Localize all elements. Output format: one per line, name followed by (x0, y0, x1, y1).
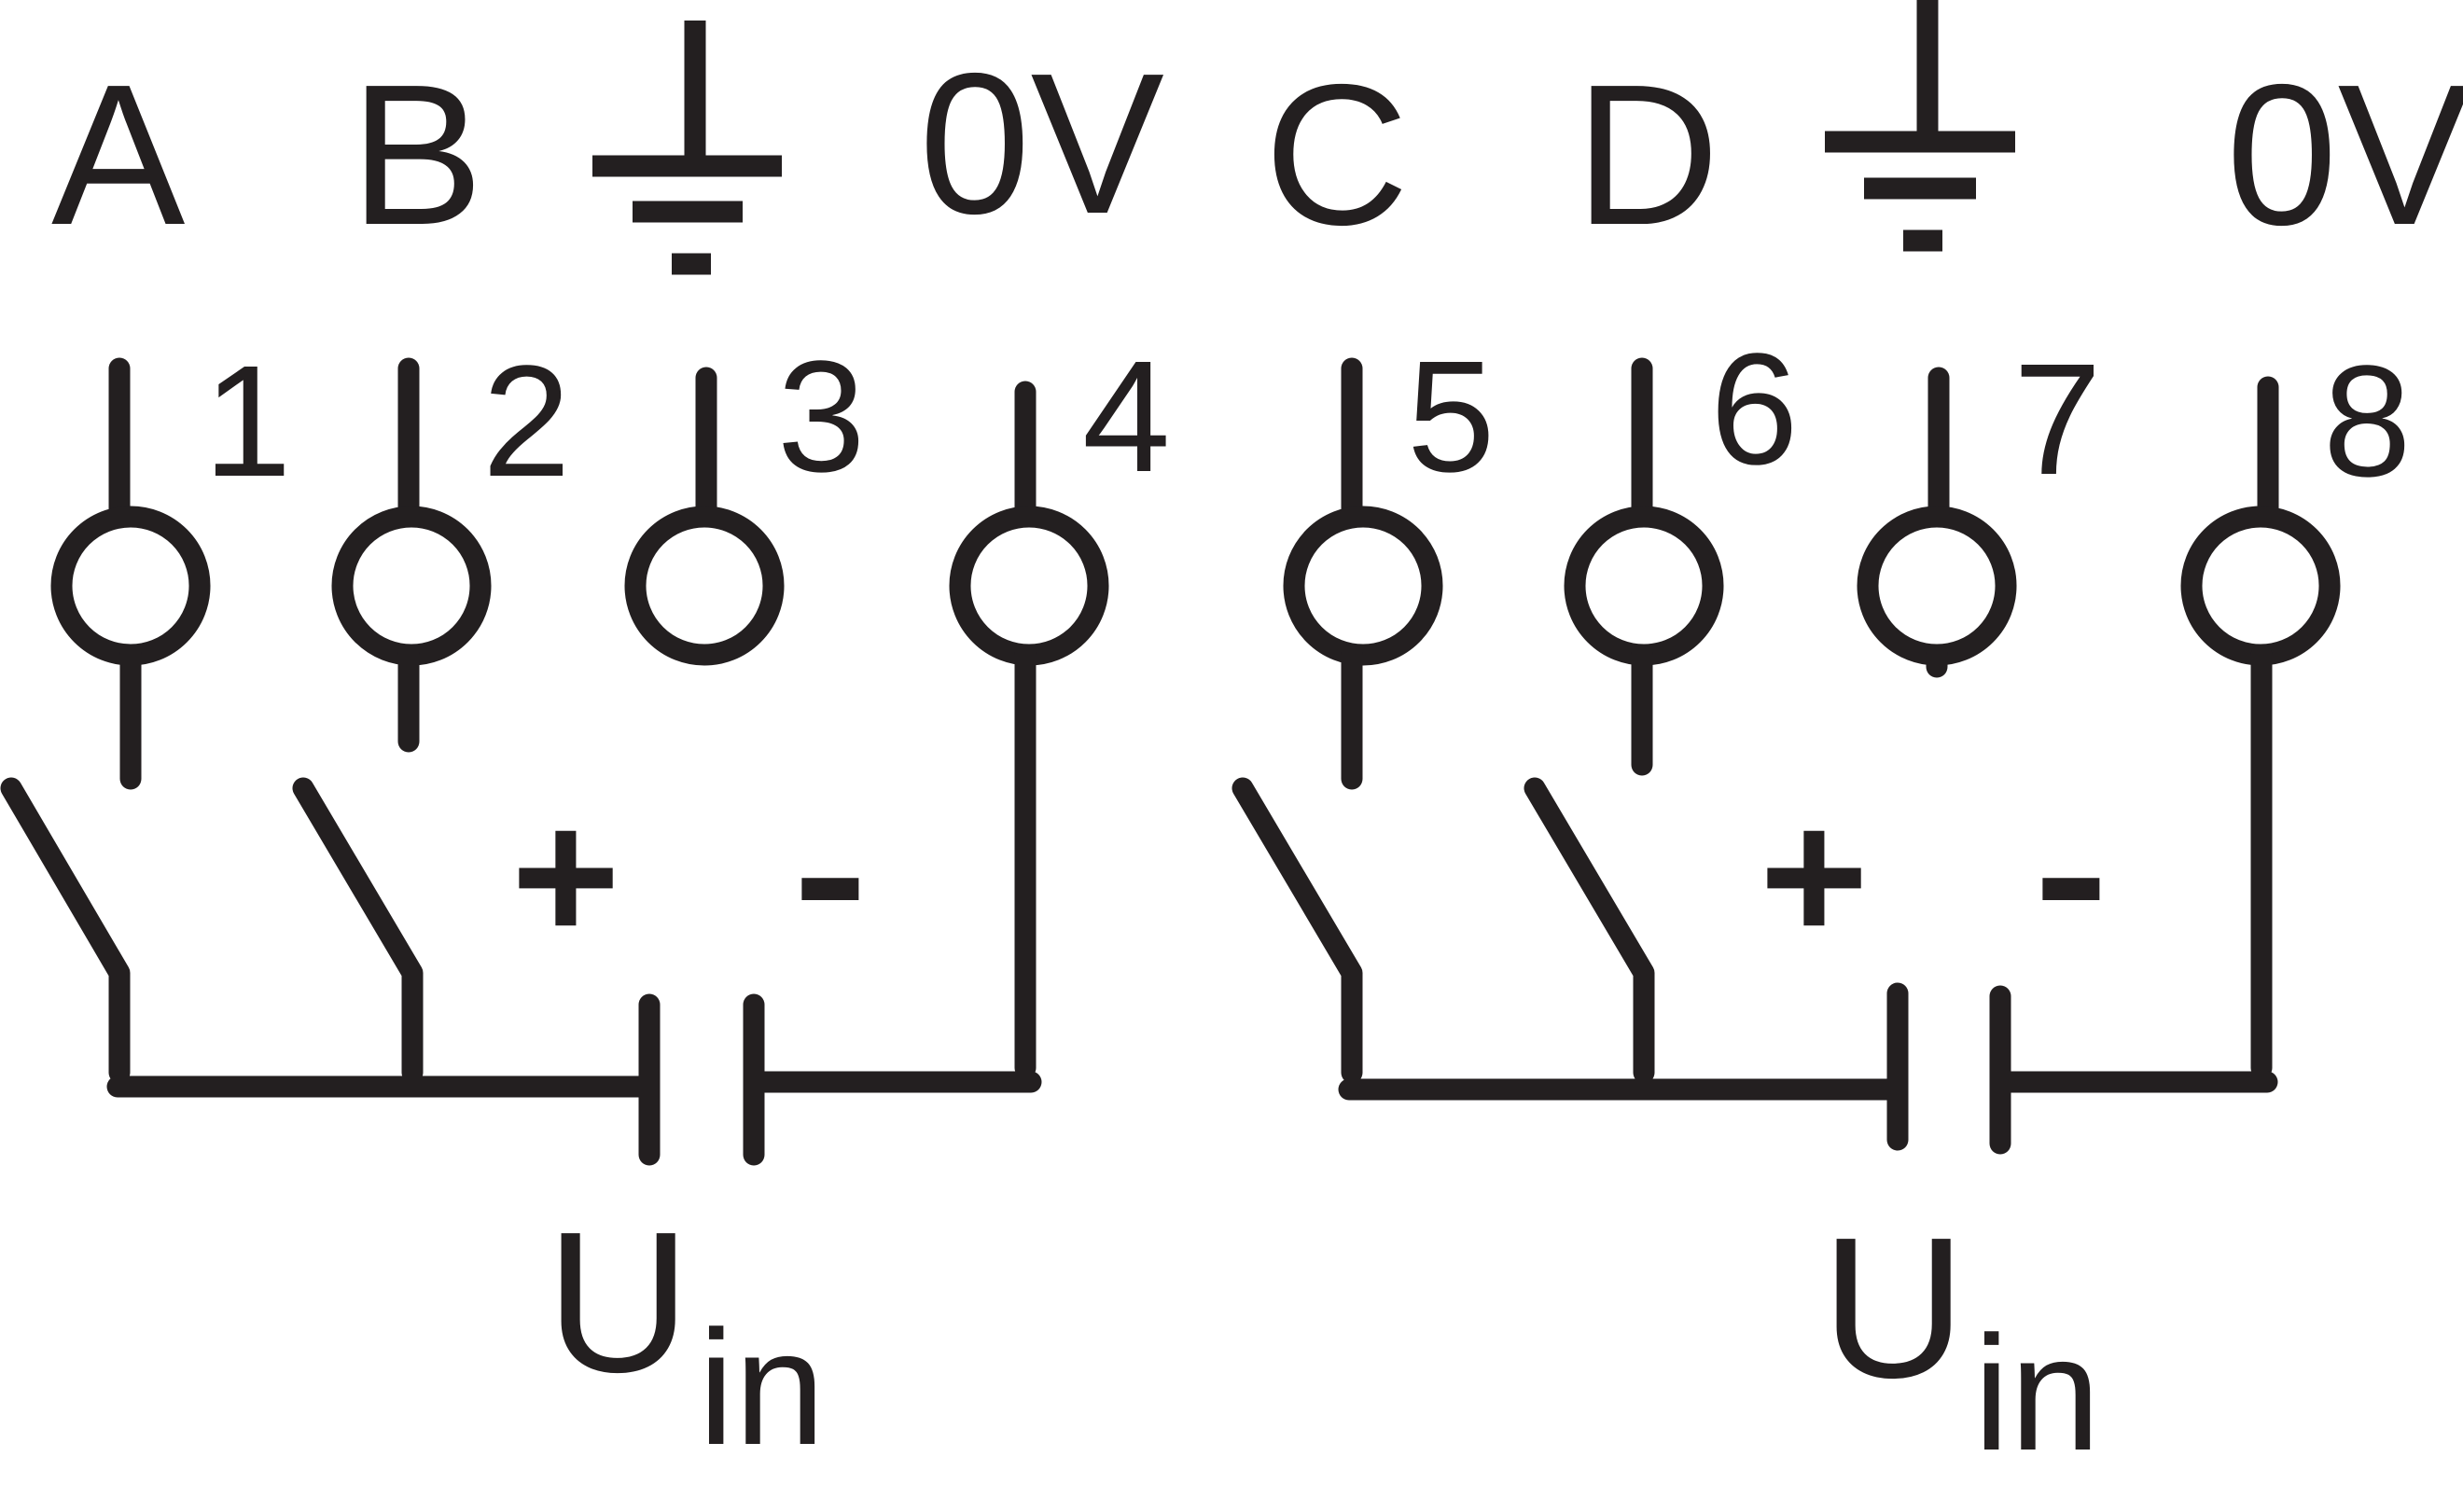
supply-label-sub-1: in (698, 1297, 825, 1479)
signal-a-label: A (51, 42, 185, 267)
terminal-4 (743, 381, 1109, 1093)
terminal-number-8: 8 (2323, 333, 2412, 510)
terminal-number-4: 4 (1082, 328, 1171, 506)
ground-icon (1825, 0, 2015, 252)
supply-label-main-1: U (546, 1189, 690, 1414)
terminal-8 (1989, 376, 2341, 1093)
supply-label-2: Uin (1821, 1195, 2101, 1485)
signal-b-label: B (350, 42, 483, 267)
terminal-2 (331, 357, 492, 753)
minus-sign-2: - (2034, 770, 2108, 978)
terminal-7 (1857, 367, 2017, 678)
terminal-number-1: 1 (203, 333, 292, 510)
plus-sign-1: + (511, 772, 620, 980)
switch-b (292, 777, 424, 1084)
terminal-number-7: 7 (2013, 331, 2102, 508)
terminal-3 (624, 367, 785, 666)
switch-c (1232, 777, 1363, 1084)
terminal-number-6: 6 (1710, 321, 1799, 498)
labels: A B 0V C D 0V 1 2 3 4 5 6 7 8 + - + - Ui… (51, 31, 2463, 1485)
terminal-number-2: 2 (482, 333, 571, 510)
minus-sign-1: - (793, 770, 868, 978)
ground-icon (592, 21, 782, 275)
terminal-5 (1283, 357, 1443, 790)
supply-label-sub-2: in (1973, 1303, 2100, 1485)
signal-d-label: D (1575, 42, 1719, 267)
terminal-6 (1564, 357, 1724, 776)
supply-label-main-2: U (1821, 1195, 1966, 1420)
zero-volt-label-2: 0V (2226, 42, 2463, 267)
signal-c-label: C (1264, 42, 1409, 267)
plus-sign-2: + (1760, 772, 1869, 980)
zero-volt-label-1: 0V (919, 31, 1164, 256)
terminal-number-3: 3 (777, 328, 866, 506)
channel-1 (0, 21, 1109, 1166)
channel-2 (1232, 0, 2341, 1155)
switch-a (0, 777, 131, 1084)
terminal-number-5: 5 (1407, 328, 1496, 506)
terminal-1 (50, 357, 211, 790)
switch-d (1524, 777, 1655, 1084)
supply-label-1: Uin (546, 1189, 826, 1479)
